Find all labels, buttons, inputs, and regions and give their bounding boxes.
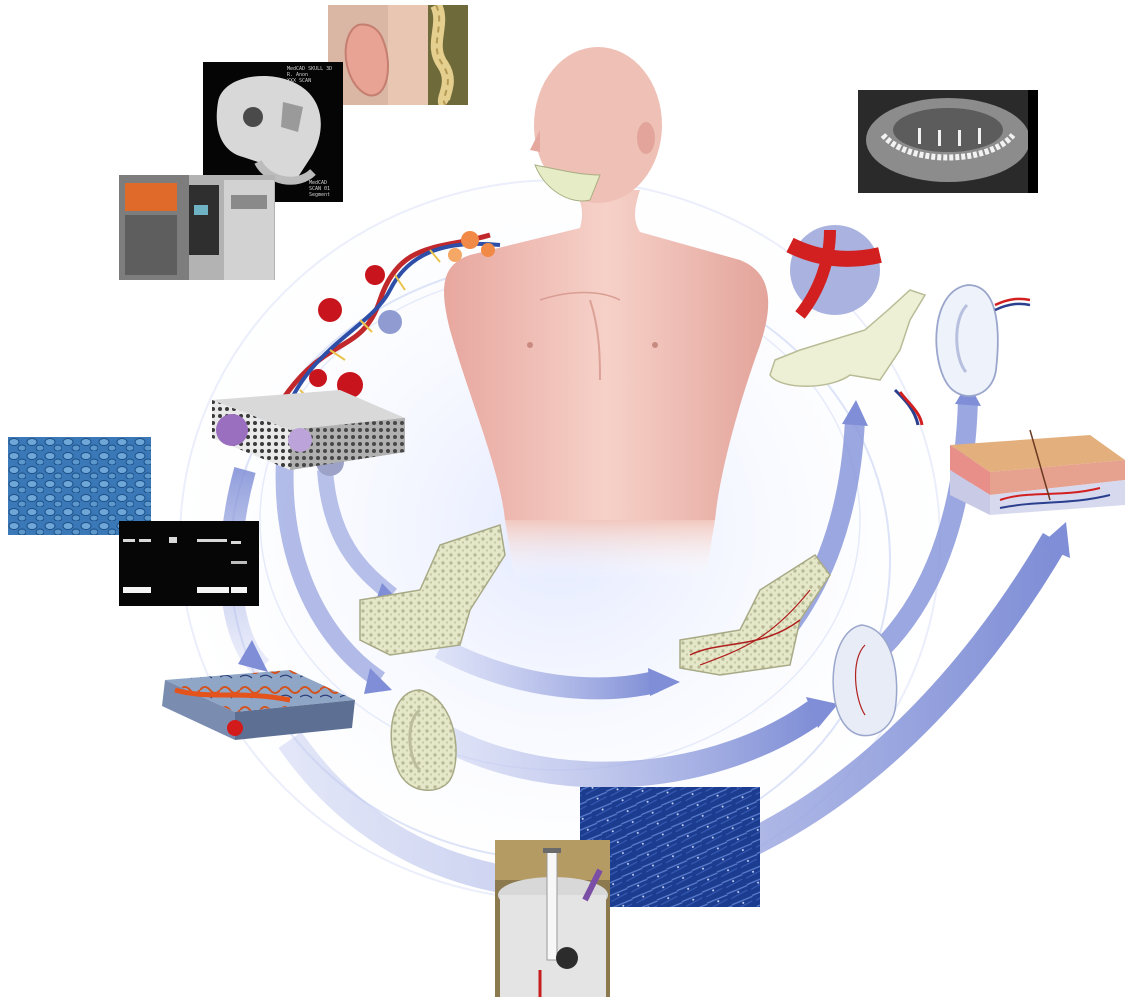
child-ear-photo [328, 5, 468, 105]
bioreactor-photo [495, 840, 610, 997]
final-ear [936, 285, 1030, 396]
panoramic-dental-xray [858, 90, 1038, 193]
gel-electrophoresis [119, 521, 259, 606]
ct-text-3: XXX SCAN [287, 78, 343, 84]
3d-printer-photo [119, 175, 275, 280]
ct-text-6: Segment [309, 192, 330, 198]
skin-layer-section [950, 430, 1125, 515]
